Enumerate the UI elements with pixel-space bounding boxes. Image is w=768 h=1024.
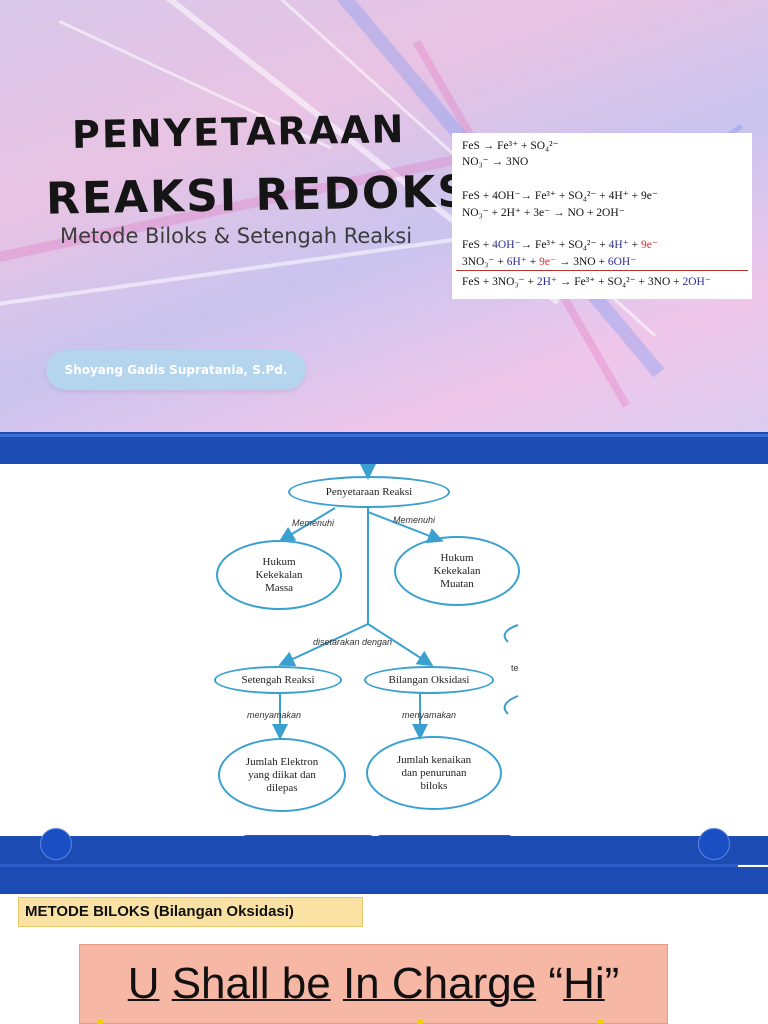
nav-circle-left — [40, 828, 72, 860]
top-bar — [0, 432, 768, 464]
metode-biloks-slide: METODE BILOKS (Bilangan Oksidasi) U Shal… — [0, 894, 768, 1024]
equation-panel: FeS → Fe³⁺ + SO₄²⁻ NO₃⁻ → 3NO FeS + 4OH⁻… — [452, 133, 752, 299]
node-jumlah-kenaikan: Jumlah kenaikan dan penurunan biloks — [366, 736, 502, 810]
equation-line: 3NO₃⁻ + 6H⁺ + 9e⁻ → 3NO + 6OH⁻ — [462, 256, 637, 268]
author-badge: Shoyang Gadis Supratania, S.Pd. — [46, 350, 306, 390]
top-bar-highlight — [0, 434, 768, 437]
title-line-2: REAKSI REDOKS — [45, 166, 472, 225]
node-hukum-kekekalan-massa: Hukum Kekekalan Massa — [216, 540, 342, 610]
edge-label-menyamakan: menyamakan — [247, 710, 302, 720]
edge-label-menyamakan: menyamakan — [402, 710, 457, 720]
node-jumlah-elektron: Jumlah Elektron yang diikat dan dilepas — [218, 738, 346, 812]
equation-line: FeS + 4OH⁻→ Fe³⁺ + SO₄²⁻ + 4H⁺ + 9e⁻ — [462, 239, 658, 251]
mnemonic-box: U Shall be In Charge “Hi” — [79, 944, 668, 1024]
node-setengah-reaksi: Setengah Reaksi — [214, 666, 342, 694]
bar-accent-line — [738, 865, 768, 867]
node-penyetaraan-reaksi: Penyetaraan Reaksi — [288, 476, 450, 508]
metode-biloks-label: METODE BILOKS (Bilangan Oksidasi) — [18, 897, 363, 927]
decor-tick — [98, 1020, 103, 1024]
equation-line: FeS + 3NO₃⁻ + 2H⁺ → Fe³⁺ + SO₄²⁻ + 3NO +… — [462, 276, 711, 288]
equation-line: NO₃⁻ + 2H⁺ + 3e⁻ → NO + 2OH⁻ — [462, 207, 625, 219]
equation-line: FeS + 4OH⁻→ Fe³⁺ + SO₄²⁻ + 4H⁺ + 9e⁻ — [462, 190, 658, 202]
title-line-1: PENYETARAAN — [71, 107, 406, 157]
node-hukum-kekekalan-muatan: Hukum Kekekalan Muatan — [394, 536, 520, 606]
equation-line: FeS → Fe³⁺ + SO₄²⁻ — [462, 140, 559, 152]
concept-map-slide: Penyetaraan Reaksi Memenuhi Memenuhi Huk… — [0, 432, 768, 894]
equation-line: NO₃⁻ → 3NO — [462, 156, 529, 168]
node-bilangan-oksidasi: Bilangan Oksidasi — [364, 666, 494, 694]
concept-map-connectors — [272, 464, 519, 740]
edge-label-disetarakan: disetarakan dengan — [313, 637, 393, 647]
cut-off-text: te — [511, 663, 519, 673]
title-slide: PENYETARAAN REAKSI REDOKS Metode Biloks … — [0, 0, 768, 432]
sum-divider — [456, 270, 748, 271]
bottom-bar-highlight — [0, 864, 768, 867]
edge-label-memenuhi: Memenuhi — [292, 518, 335, 528]
subtitle: Metode Biloks & Setengah Reaksi — [60, 224, 413, 248]
edge-label-memenuhi: Memenuhi — [393, 515, 436, 525]
decor-tick — [598, 1020, 603, 1024]
nav-circle-right — [698, 828, 730, 860]
decor-tick — [418, 1020, 423, 1024]
